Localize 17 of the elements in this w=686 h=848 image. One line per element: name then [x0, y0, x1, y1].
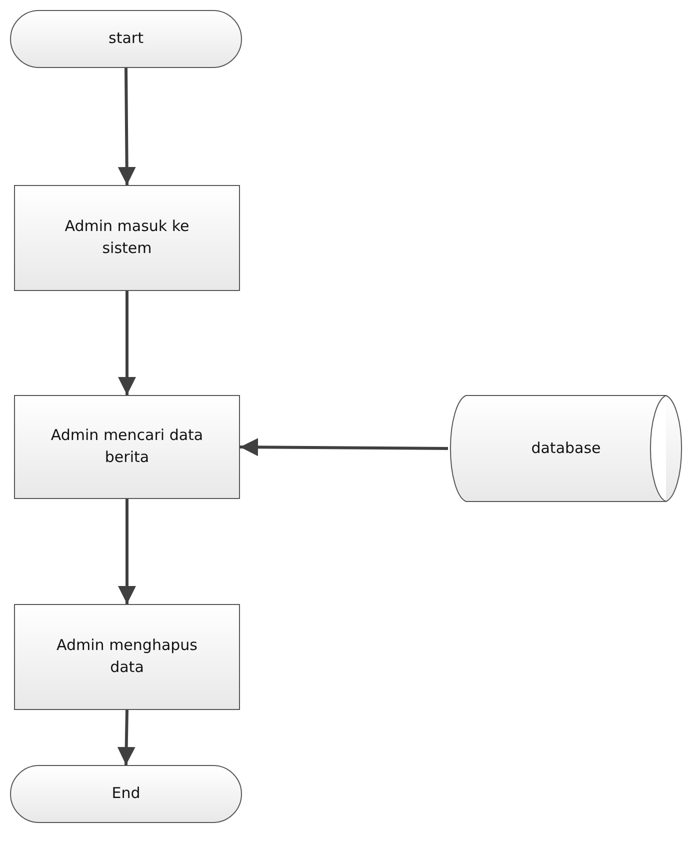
node-label: Admin mencari data berita [50, 425, 204, 468]
terminator-shape [10, 10, 242, 68]
process-box [14, 604, 240, 710]
node-label: Admin masuk ke sistem [64, 216, 190, 259]
arrow [240, 438, 448, 456]
node-label: Admin menghapus data [56, 635, 198, 678]
process-box [14, 185, 240, 291]
arrow [118, 68, 136, 186]
node-label: database [531, 438, 601, 459]
node-label: End [112, 783, 140, 804]
arrow [117, 710, 136, 766]
arrow [118, 499, 136, 604]
terminator-shape [10, 765, 242, 823]
arrow [118, 291, 136, 395]
database-shape [448, 395, 684, 502]
node-label: start [108, 28, 144, 50]
process-box [14, 395, 240, 499]
